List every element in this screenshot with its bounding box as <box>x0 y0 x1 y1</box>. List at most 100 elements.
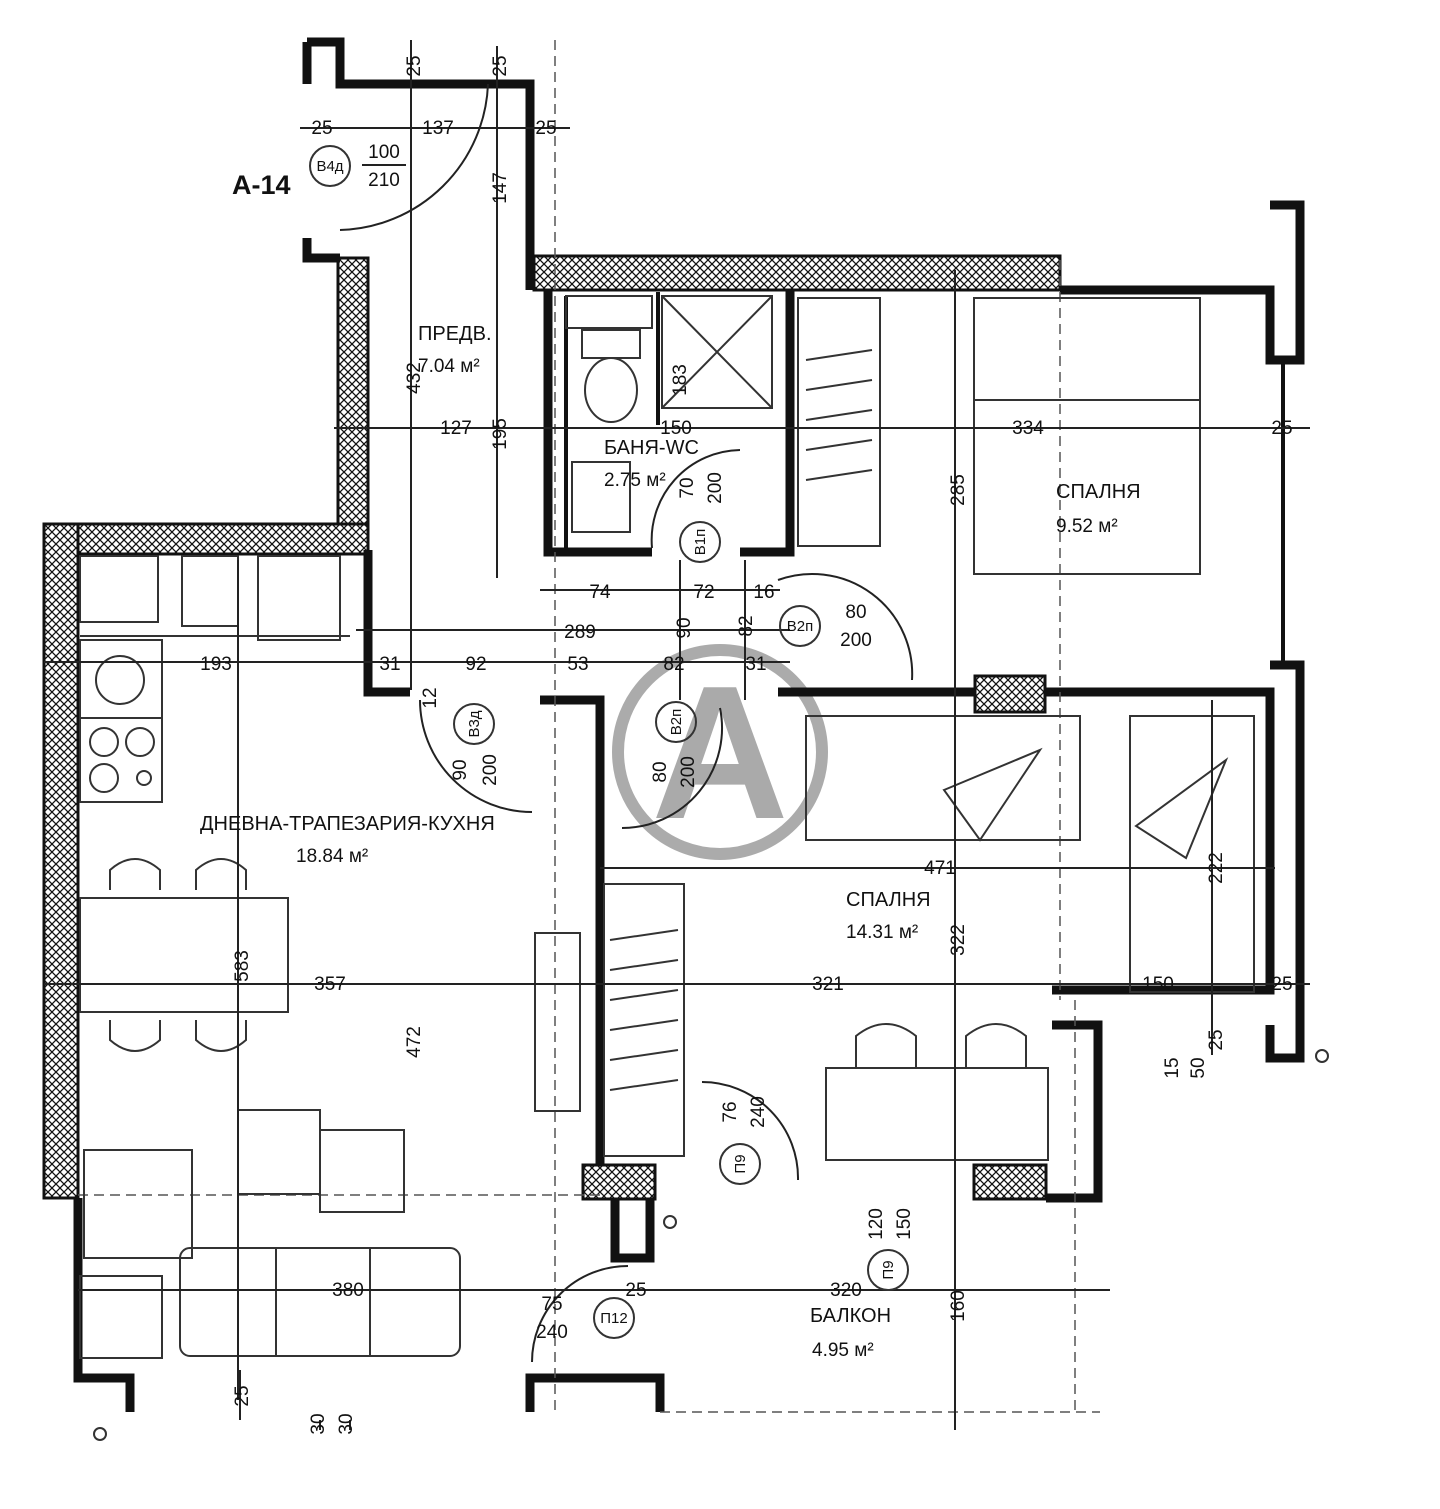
room-area-bath: 2.75 м² <box>604 470 666 491</box>
walls <box>73 37 1305 1412</box>
svg-text:200: 200 <box>678 756 699 788</box>
svg-text:127: 127 <box>440 418 472 439</box>
svg-text:183: 183 <box>670 364 691 396</box>
desk-chair <box>965 1023 1027 1068</box>
svg-text:472: 472 <box>404 1026 425 1058</box>
chair <box>195 1020 247 1052</box>
kitchen-sink <box>181 555 239 627</box>
svg-text:222: 222 <box>1206 852 1227 884</box>
hatched-column-3 <box>972 1163 1048 1201</box>
watermark-logo: A <box>612 644 828 860</box>
svg-text:200: 200 <box>705 472 726 504</box>
side-table <box>319 1129 405 1213</box>
hatched-column-1 <box>973 674 1047 714</box>
door-arc-entrance <box>339 83 489 231</box>
svg-text:12: 12 <box>420 687 441 708</box>
svg-text:210: 210 <box>368 170 400 191</box>
svg-text:90: 90 <box>450 759 471 780</box>
wall-corridor-west <box>363 550 410 697</box>
hatched-column-2 <box>581 1163 657 1201</box>
svg-text:50: 50 <box>1188 1057 1209 1078</box>
unit-label: А-14 <box>232 170 291 200</box>
labels: А-14 ПРЕДВ. 7.04 м² БАНЯ-WC 2.75 м² СПАЛ… <box>200 170 1141 1361</box>
svg-text:150: 150 <box>1142 974 1174 995</box>
svg-text:471: 471 <box>924 858 956 879</box>
single-bed-1 <box>805 715 1081 841</box>
room-name-bedroom1: СПАЛНЯ <box>1056 481 1141 503</box>
desk <box>825 1067 1049 1161</box>
svg-text:80: 80 <box>650 761 671 782</box>
svg-text:150: 150 <box>894 1208 915 1240</box>
door-arc-balcony2 <box>531 1265 629 1363</box>
wall-bath-east <box>740 290 795 557</box>
svg-text:160: 160 <box>948 1290 969 1322</box>
room-name-balcony: БАЛКОН <box>810 1305 891 1327</box>
door-tag-bedroom2: В2п 80 200 <box>650 701 699 788</box>
svg-text:25: 25 <box>1271 418 1292 439</box>
svg-text:16: 16 <box>753 582 774 603</box>
dimension-numbers: 25 25 25 137 25 147 432 195 127 150 183 … <box>200 55 1292 1434</box>
svg-text:200: 200 <box>480 754 501 786</box>
svg-text:П9: П9 <box>880 1260 897 1279</box>
toilet-bowl <box>584 357 638 423</box>
svg-text:289: 289 <box>564 622 596 643</box>
wall-east-lower <box>1265 660 1305 1063</box>
toilet-tank <box>581 329 641 359</box>
wall-bath-west <box>543 290 652 557</box>
room-name-living: ДНЕВНА-ТРАПЕЗАРИЯ-КУХНЯ <box>200 813 495 835</box>
wall-vestibule-west <box>302 238 340 263</box>
svg-text:334: 334 <box>1012 418 1044 439</box>
dimension-lines <box>44 40 1310 1430</box>
room-name-bedroom2: СПАЛНЯ <box>846 889 931 911</box>
door-arc-bath <box>650 449 741 549</box>
svg-text:25: 25 <box>311 118 332 139</box>
room-area-bedroom1: 9.52 м² <box>1056 516 1118 537</box>
wall-living-south-west <box>73 1198 135 1412</box>
oven-circle <box>95 655 145 705</box>
tv-stand <box>79 1275 163 1359</box>
svg-text:53: 53 <box>567 654 588 675</box>
svg-text:В1п: В1п <box>692 529 709 555</box>
cooktop <box>79 717 163 803</box>
svg-text:70: 70 <box>677 477 698 498</box>
door-arc-bedroom1 <box>777 572 914 681</box>
svg-text:П12: П12 <box>600 1310 627 1327</box>
fridge <box>79 555 159 623</box>
svg-text:В4д: В4д <box>316 158 343 175</box>
svg-text:П9: П9 <box>732 1154 749 1173</box>
svg-text:100: 100 <box>368 142 400 163</box>
svg-text:82: 82 <box>736 615 757 636</box>
svg-text:432: 432 <box>404 362 425 394</box>
svg-text:82: 82 <box>663 654 684 675</box>
svg-text:92: 92 <box>465 654 486 675</box>
svg-text:320: 320 <box>830 1280 862 1301</box>
desk-chair <box>855 1023 917 1068</box>
shoe-cabinet <box>534 932 581 1112</box>
svg-text:200: 200 <box>840 630 872 651</box>
door-arc-living <box>419 699 533 813</box>
wardrobe-hangers <box>805 349 873 481</box>
svg-text:25: 25 <box>490 55 511 76</box>
door-tag-balcony-window: П9 120 150 <box>866 1208 915 1291</box>
svg-text:193: 193 <box>200 654 232 675</box>
oven <box>79 639 163 719</box>
svg-text:80: 80 <box>845 602 866 623</box>
wall-bedroom2-west <box>540 695 605 1165</box>
svg-text:76: 76 <box>720 1101 741 1122</box>
svg-text:72: 72 <box>693 582 714 603</box>
hatched-wall-kitchen-top <box>42 522 370 556</box>
hatched-wall-entrance <box>336 256 370 552</box>
door-tag-balcony2: П12 75 240 <box>536 1294 635 1343</box>
door-arc-balcony1 <box>701 1081 800 1181</box>
svg-text:31: 31 <box>745 654 766 675</box>
svg-text:30: 30 <box>308 1413 329 1434</box>
shower-cross <box>661 295 773 409</box>
chair <box>109 1020 161 1052</box>
svg-text:31: 31 <box>379 654 400 675</box>
svg-text:137: 137 <box>422 118 454 139</box>
svg-text:74: 74 <box>589 582 611 603</box>
bed-blanket-1 <box>942 747 1043 842</box>
bed-blanket-2 <box>1134 757 1229 860</box>
door-tag-balcony1: П9 76 240 <box>719 1096 769 1185</box>
